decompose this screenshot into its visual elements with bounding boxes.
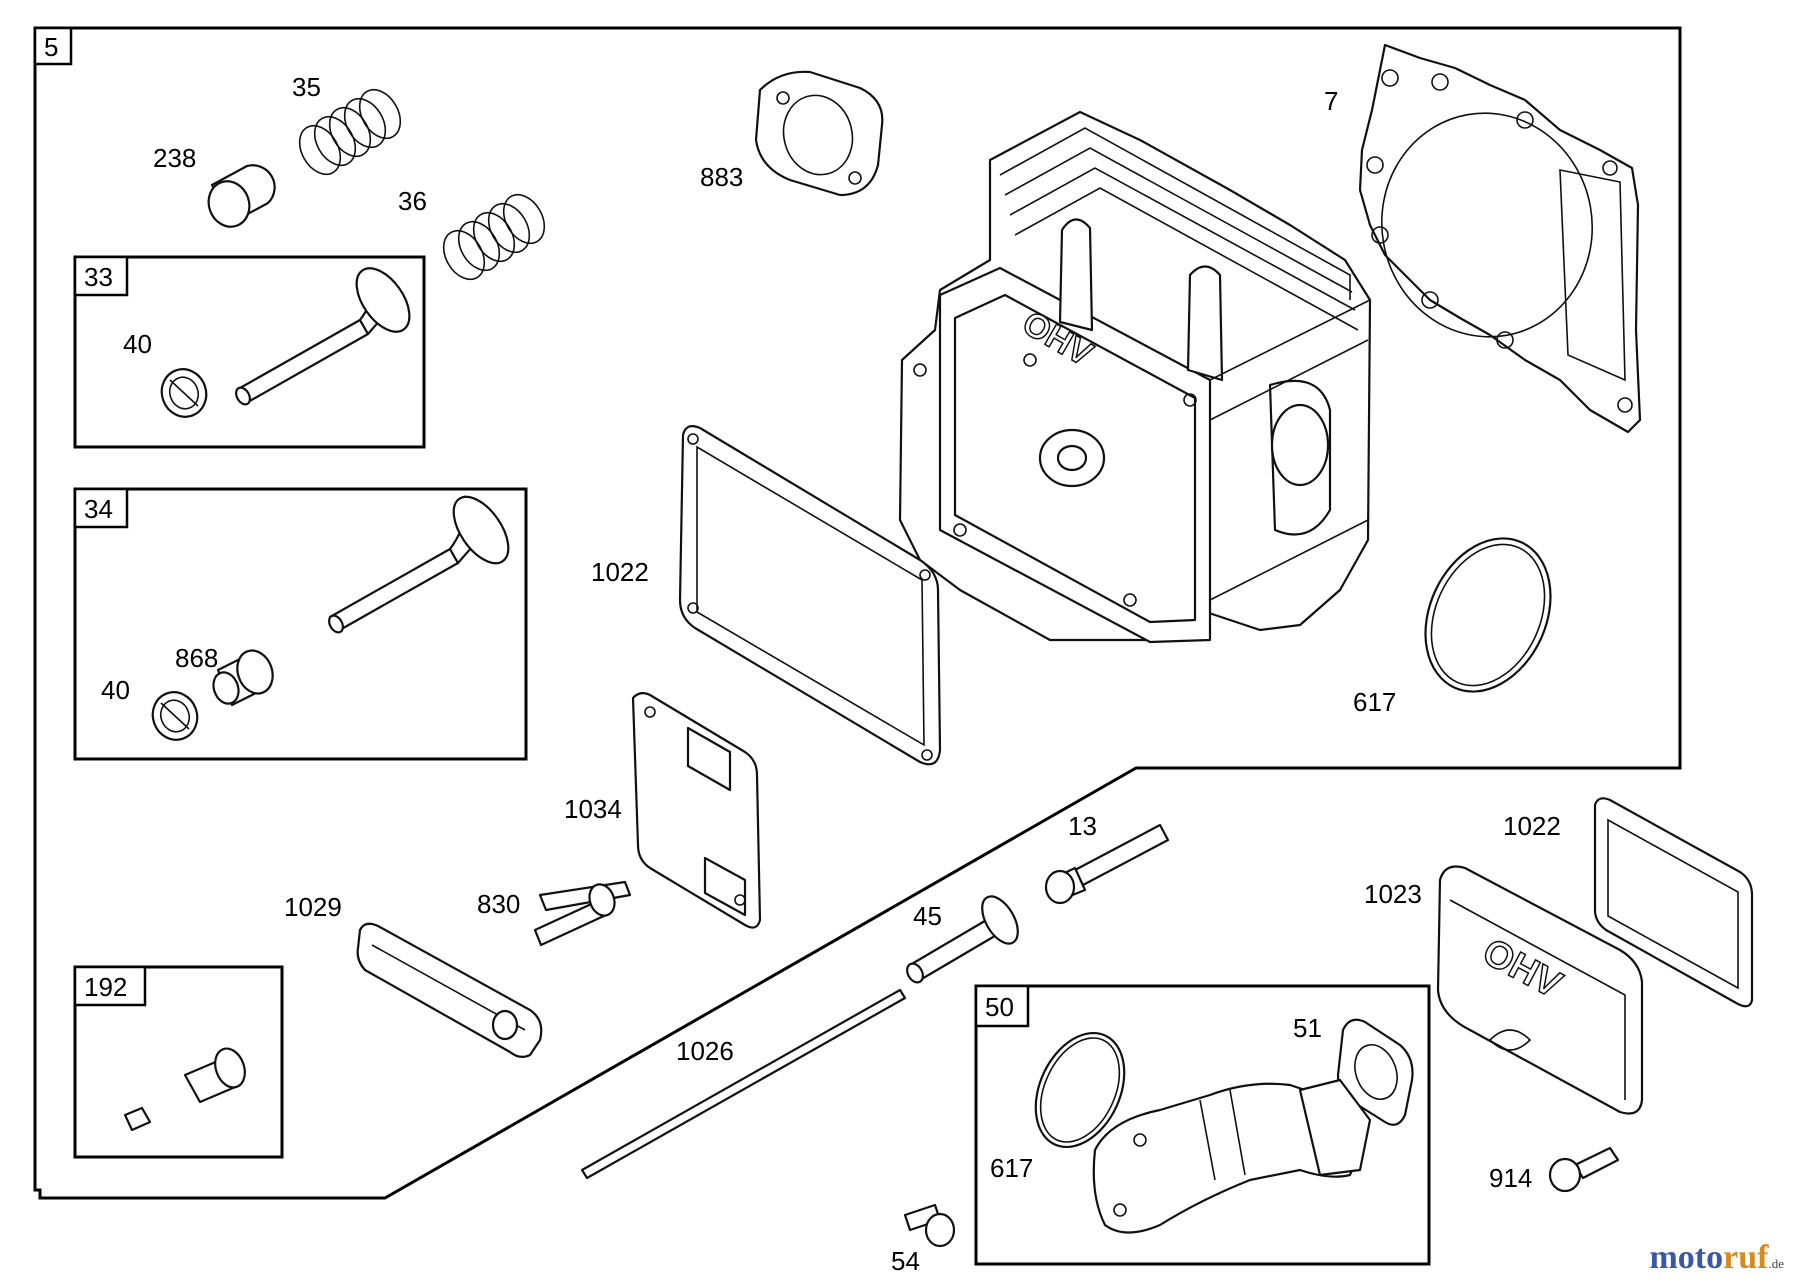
- valve-34-number-box: [73, 487, 129, 529]
- part-617-oring-a: [1424, 537, 1552, 693]
- label-1029: 1029: [284, 892, 342, 922]
- box-192: [73, 965, 284, 1159]
- part-54-bolt: [903, 1203, 956, 1248]
- valve-33-number: 33: [84, 262, 113, 292]
- valve-33-number-box: [73, 255, 129, 297]
- label-914: 914: [1489, 1163, 1532, 1193]
- watermark-suffix: .de: [1768, 1256, 1784, 1271]
- part-868-seal: [212, 649, 274, 707]
- part-617-oring-b: [1034, 1031, 1126, 1149]
- label-51: 51: [1293, 1013, 1322, 1043]
- box-192-number-box: [73, 965, 147, 1007]
- part-1022-gasket-b: [1593, 797, 1754, 1008]
- label-40-a: 40: [123, 329, 152, 359]
- box-50: [974, 984, 1431, 1266]
- part-1023-valve-cover: OHV: [1436, 865, 1644, 1115]
- part-45-guide: [906, 895, 1019, 984]
- part-883-gasket: [754, 70, 884, 197]
- label-617-a: 617: [1353, 687, 1396, 717]
- label-238: 238: [153, 143, 196, 173]
- part-35-spring: [298, 88, 402, 176]
- part-1026-pushrod: [580, 988, 907, 1180]
- watermark-part2: ruf: [1723, 1239, 1769, 1276]
- label-830: 830: [477, 889, 520, 919]
- intake-elbow: [1092, 1078, 1372, 1234]
- part-34-valve: [328, 495, 510, 634]
- label-868: 868: [175, 643, 218, 673]
- label-13: 13: [1068, 811, 1097, 841]
- label-35: 35: [292, 72, 321, 102]
- part-914-screw: [1548, 1146, 1620, 1193]
- part-1022-gasket-a: [678, 425, 942, 766]
- box-50-number: 50: [985, 992, 1014, 1022]
- main-group-number: 5: [44, 32, 58, 62]
- label-1026: 1026: [676, 1036, 734, 1066]
- valve-33-box: [73, 255, 426, 449]
- part-830-stud: [533, 880, 632, 947]
- part-192-adjuster: [123, 1047, 246, 1132]
- main-group-frame: [33, 26, 1682, 1200]
- label-617-b: 617: [990, 1153, 1033, 1183]
- part-36-spring: [442, 193, 546, 281]
- part-1034-plate: [631, 691, 762, 929]
- label-36: 36: [398, 186, 427, 216]
- part-40-keeper-a: [160, 368, 208, 418]
- main-group-number-box: [33, 26, 73, 66]
- box-50-number-box: [974, 984, 1030, 1028]
- cylinder-head: OHV: [898, 110, 1372, 644]
- label-883: 883: [700, 162, 743, 192]
- watermark-part1: moto: [1649, 1239, 1724, 1276]
- label-1022-a: 1022: [591, 557, 649, 587]
- label-54: 54: [891, 1246, 920, 1276]
- part-13-bolt: [1044, 823, 1170, 905]
- part-40-keeper-b: [151, 691, 199, 741]
- part-1029-rocker-arm: [356, 922, 543, 1059]
- label-1034: 1034: [564, 794, 622, 824]
- label-40-b: 40: [101, 675, 130, 705]
- part-7-head-gasket: [1358, 43, 1642, 434]
- label-45: 45: [913, 901, 942, 931]
- label-1022-b: 1022: [1503, 811, 1561, 841]
- valve-34-number: 34: [84, 494, 113, 524]
- part-33-valve: [235, 267, 411, 406]
- part-238-cap: [207, 164, 276, 228]
- label-1023: 1023: [1364, 879, 1422, 909]
- box-192-number: 192: [84, 972, 127, 1002]
- valve-34-box: [73, 487, 528, 761]
- watermark-logo: motoruf.de: [1649, 1239, 1784, 1277]
- label-7: 7: [1324, 86, 1338, 116]
